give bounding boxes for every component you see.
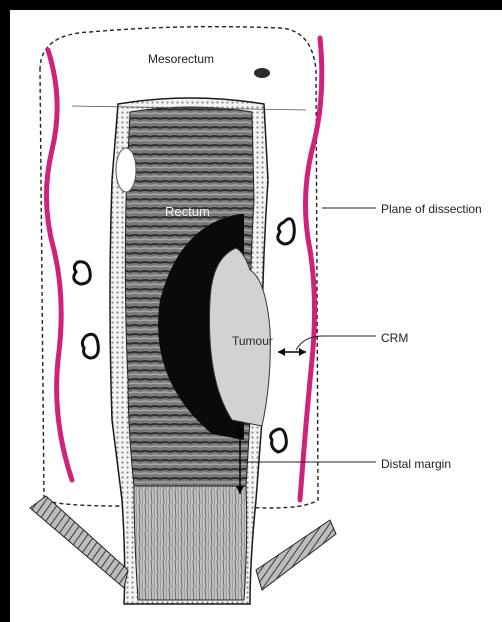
crm-double-arrow-icon — [278, 348, 306, 356]
anal-canal — [134, 486, 247, 600]
plane-line-right — [300, 38, 322, 500]
label-plane-of-dissection: Plane of dissection — [381, 202, 482, 216]
lymph-node-icon — [271, 429, 287, 452]
label-tumour: Tumour — [232, 334, 273, 348]
lymph-node-icon — [82, 334, 98, 358]
label-distal-margin: Distal margin — [381, 457, 451, 471]
lymph-node-icon — [278, 219, 295, 244]
label-mesorectum: Mesorectum — [148, 52, 214, 66]
label-crm: CRM — [381, 331, 408, 345]
fat-cluster — [116, 148, 136, 192]
vessel-icon — [254, 68, 270, 78]
crm-leader-line — [296, 336, 376, 350]
frame-top — [0, 0, 502, 10]
frame-left — [0, 0, 10, 622]
levator-muscle-left — [30, 496, 128, 588]
label-rectum: Rectum — [165, 204, 210, 219]
lymph-node-icon — [74, 262, 91, 284]
levator-muscle-right — [256, 520, 336, 590]
plane-line-left — [46, 50, 72, 480]
